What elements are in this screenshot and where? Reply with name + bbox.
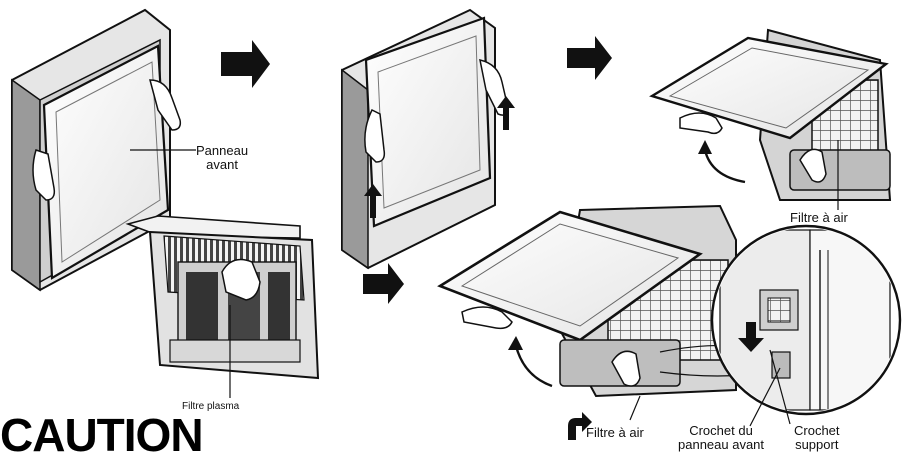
hand-icon (611, 350, 641, 387)
leader-line (629, 395, 641, 421)
down-arrow-icon (738, 322, 764, 352)
hand-icon (679, 112, 723, 135)
leader-line (749, 367, 781, 427)
label-crochet-du-panneau: Crochet du panneau avant (678, 423, 765, 452)
support-hook (771, 351, 791, 379)
hand-icon (799, 148, 827, 183)
step-arrow-icon (567, 36, 612, 80)
hand-icon (32, 149, 56, 201)
hand-icon (221, 258, 261, 301)
label-crochet-support: Crochet support (794, 423, 840, 452)
step3-front-panel (649, 36, 889, 140)
label-filtre-air-top: Filtre à air (790, 210, 848, 225)
label-filtre-plasma: Filtre plasma (182, 401, 240, 412)
curved-arrow-icon (703, 149, 746, 184)
curved-arrow-icon (364, 184, 382, 218)
curved-arrow-icon (568, 412, 592, 440)
curved-arrow-icon (698, 140, 712, 154)
hand-icon (149, 79, 182, 131)
curved-arrow-icon (497, 96, 515, 130)
step4-unit (125, 215, 320, 398)
curved-arrow-icon (514, 345, 553, 388)
label-filtre-air-bottom: Filtre à air (586, 425, 644, 440)
step-arrow-icon (221, 40, 270, 88)
step5-front-panel (437, 210, 703, 342)
step1-front-panel (42, 44, 170, 280)
hook-detail-circle (710, 224, 902, 427)
hand-icon (364, 108, 386, 163)
plasma-filter (186, 272, 218, 342)
leader-line (769, 349, 791, 425)
caution-heading: CAUTION (0, 409, 204, 456)
label-panneau-avant: Panneau avant (196, 143, 249, 172)
step-arrow-icon (363, 263, 404, 304)
step2-unit (341, 8, 515, 270)
curved-arrow-icon (508, 336, 523, 350)
hand-icon (461, 306, 513, 330)
step2-front-panel (364, 16, 492, 228)
step3-unit (649, 28, 892, 210)
step1-unit (11, 8, 196, 292)
